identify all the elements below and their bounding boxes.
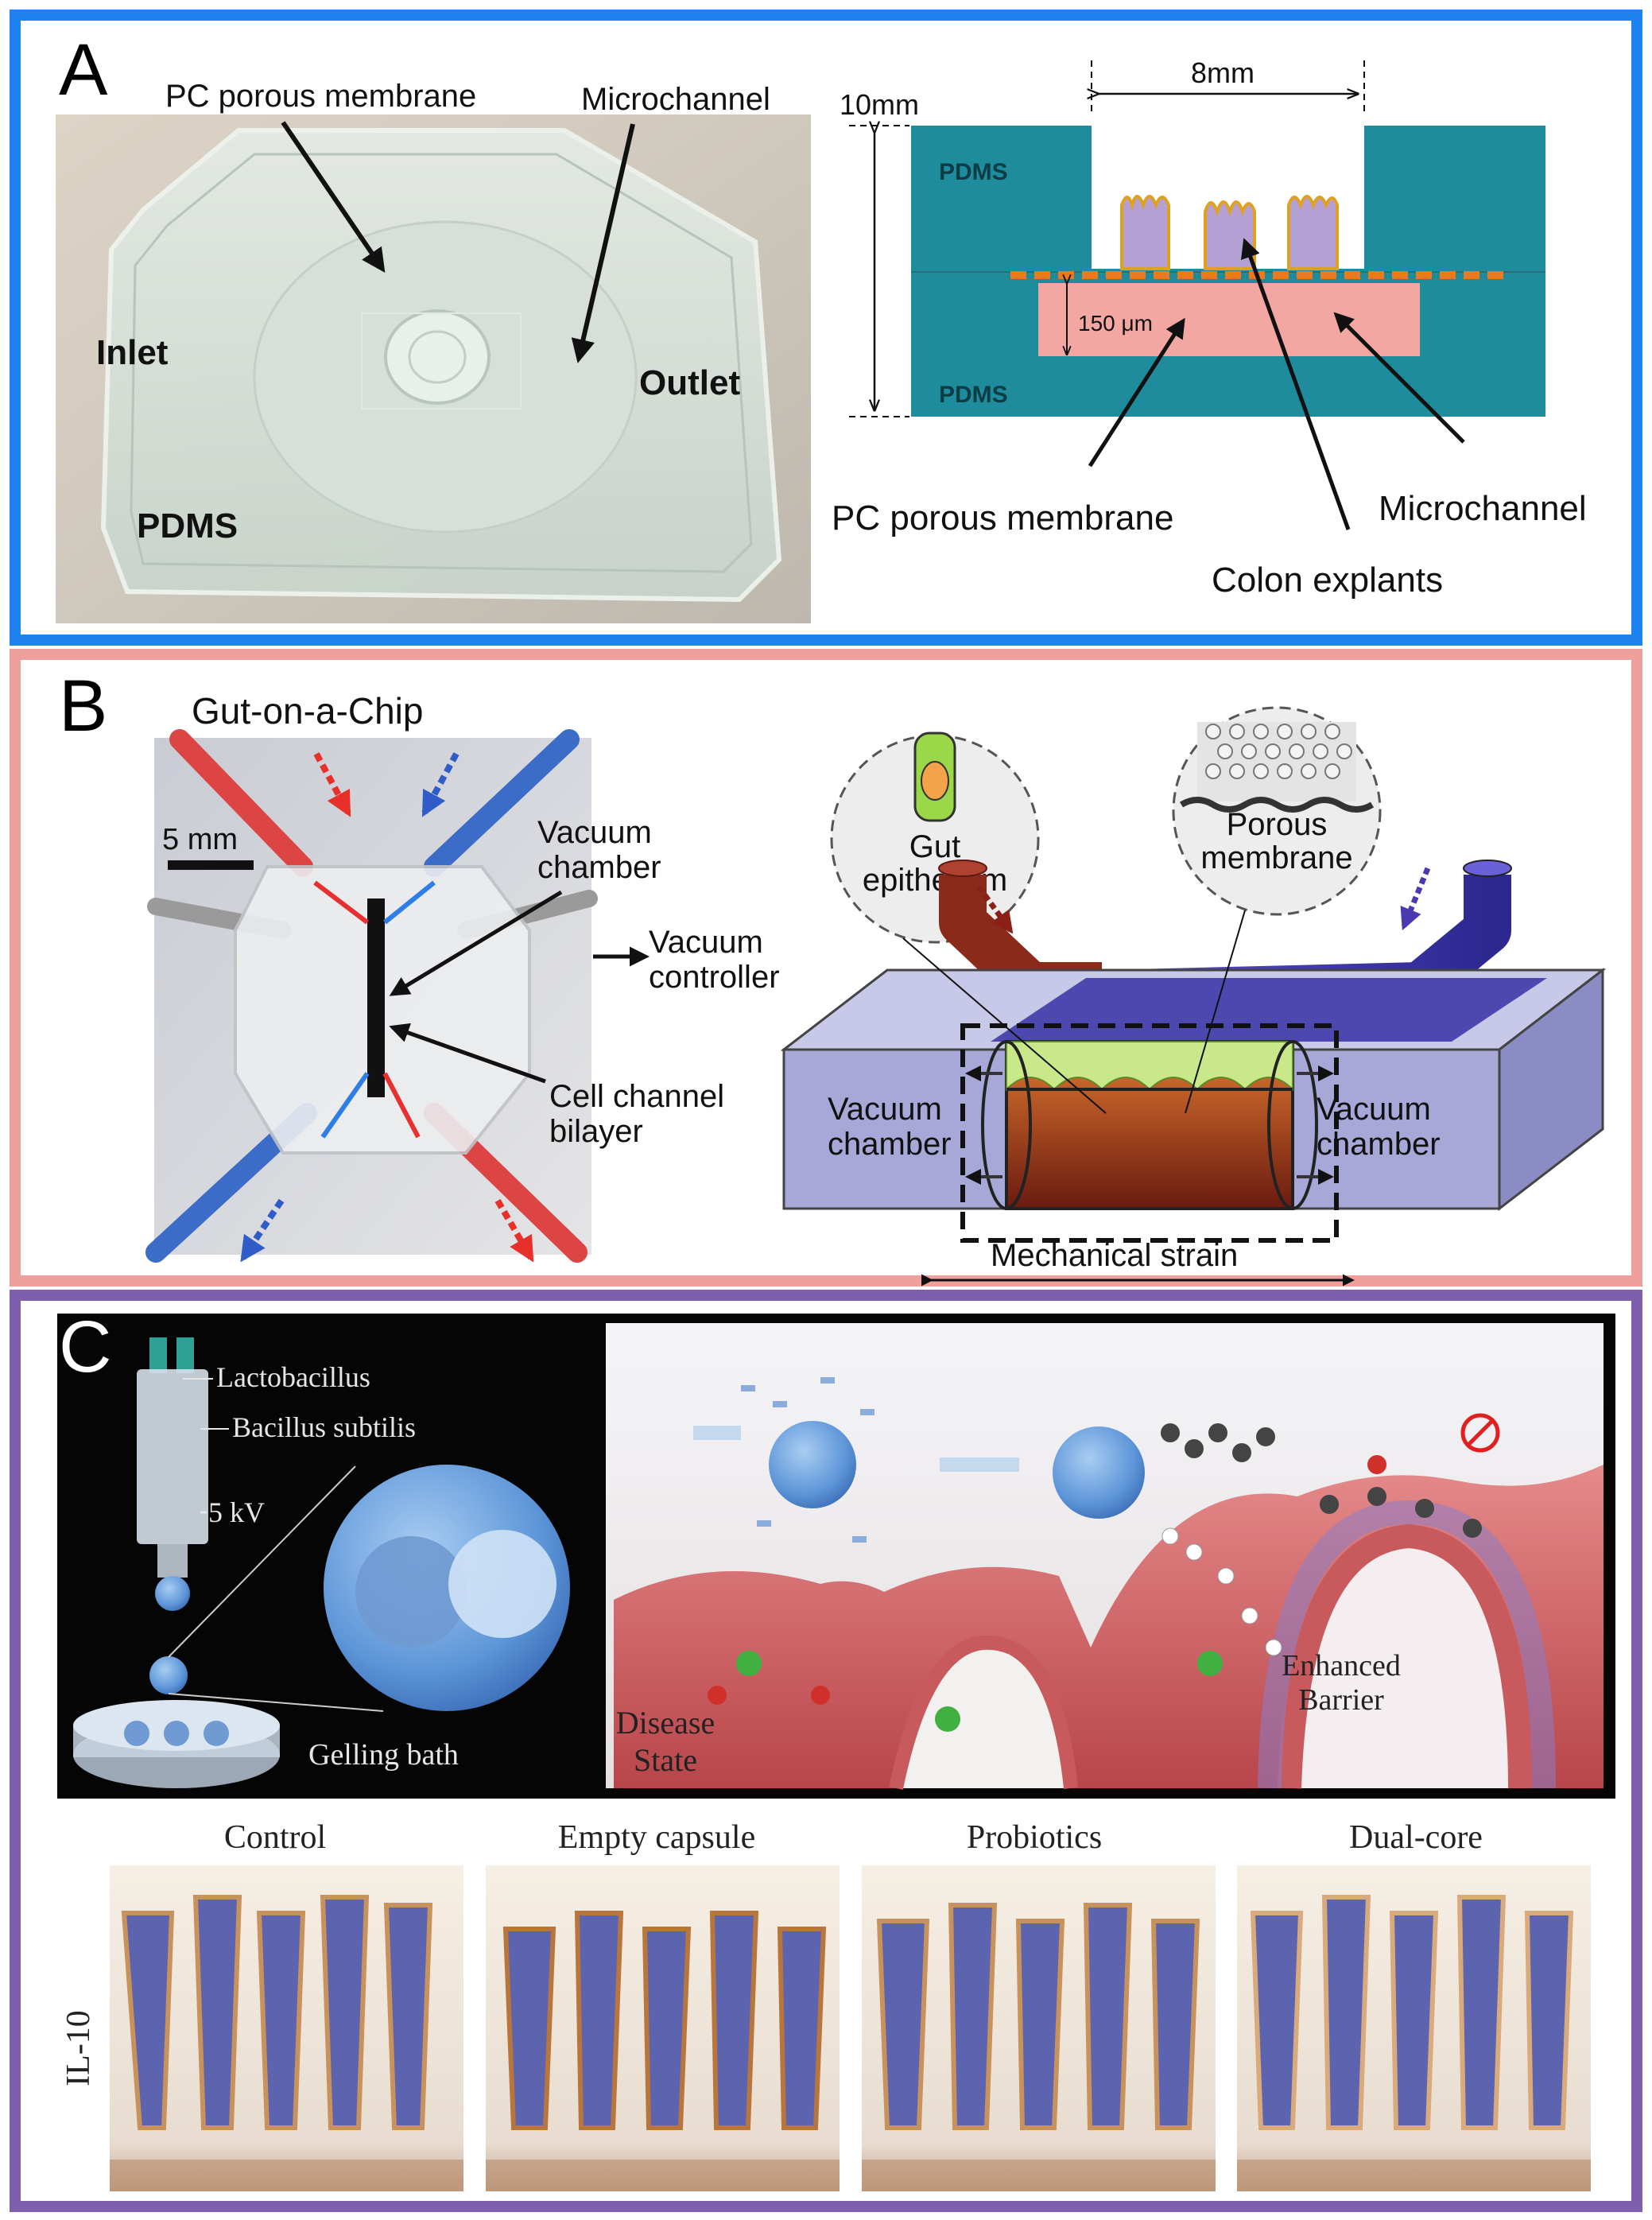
panel-c: Lactobacillus Bacillus subtilis 5 kV Gel…: [10, 1290, 1642, 2212]
vacuum-chamber-right-1: Vacuum: [1317, 1092, 1431, 1127]
chip-scale-bar: [168, 860, 254, 870]
chip-title: Gut-on-a-Chip: [192, 690, 423, 732]
panel-b-chip-photo: Gut-on-a-Chip 5 mm Vacuum chamber Vacuum…: [145, 690, 780, 1263]
photo-label-microchannel: Microchannel: [581, 82, 770, 117]
panel-b: B Gut-on-a-Chip: [10, 649, 1642, 1287]
histology-control: Control: [110, 1819, 463, 2191]
histology-empty-capsule: Empty capsule: [486, 1819, 840, 2191]
label-bacillus: Bacillus subtilis: [232, 1411, 416, 1443]
small-capsule: [149, 1656, 188, 1694]
gut-epithelium-1: Gut: [909, 829, 960, 864]
panel-b-schematic: Gut epithelium Porous membrane: [780, 706, 1607, 1287]
schematic-pdms-bottom-label: PDMS: [939, 382, 1008, 408]
label-barrier-1: Enhanced: [1282, 1649, 1401, 1682]
photo-label-inlet: Inlet: [96, 333, 169, 372]
label-voltage: 5 kV: [208, 1496, 265, 1528]
panel-a-letter: A: [59, 29, 108, 111]
schematic-pdms-top: [911, 126, 1545, 269]
chip-cell-channel-1: Cell channel: [549, 1079, 724, 1114]
label-lactobacillus: Lactobacillus: [216, 1361, 370, 1393]
porous-membrane-1: Porous: [1227, 807, 1328, 842]
stain-label: IL-10: [60, 2010, 97, 2086]
chip-cell-channel-2: bilayer: [549, 1114, 643, 1149]
schematic-colon-explants: [1120, 195, 1339, 270]
schematic-microchannel: [1038, 283, 1420, 356]
schematic-height-label: 10mm: [840, 88, 919, 121]
chip-vacuum-controller-2: controller: [649, 960, 780, 995]
schematic-pdms-top-label: PDMS: [939, 159, 1008, 185]
schematic-label-explants: Colon explants: [1212, 561, 1443, 600]
histology-label-dual-core: Dual-core: [1349, 1819, 1483, 1856]
coaxial-nozzle: [137, 1369, 208, 1544]
vacuum-chamber-right-2: chamber: [1317, 1127, 1441, 1162]
label-barrier-2: Barrier: [1298, 1683, 1384, 1717]
histology-label-control: Control: [224, 1819, 326, 1856]
vacuum-chamber-left-1: Vacuum: [828, 1092, 942, 1127]
chip-channel: [367, 898, 385, 1097]
panel-b-letter: B: [59, 666, 108, 747]
panel-a-device-photo: [56, 114, 811, 623]
label-disease-2: State: [634, 1742, 697, 1778]
photo-label-pdms: PDMS: [137, 506, 238, 545]
porous-membrane-icon: [1197, 722, 1356, 801]
photo-label-outlet: Outlet: [639, 363, 740, 402]
schematic-label-membrane: PC porous membrane: [832, 499, 1173, 538]
mechanical-strain-label: Mechanical strain: [991, 1238, 1238, 1273]
inhibition-icon: [1460, 1413, 1500, 1453]
strain-region-box: [960, 1023, 1339, 1243]
panel-c-histology: IL-10 Control Empty capsule Probiotics: [60, 1819, 1591, 2191]
panel-c-letter: C: [59, 1306, 112, 1388]
panel-a: A PC porous membrane: [10, 10, 1642, 646]
chip-vacuum-chamber-2: chamber: [537, 850, 661, 885]
label-disease-1: Disease: [616, 1705, 715, 1741]
photo-microchannel-arrow: [571, 123, 635, 363]
panel-c-illustration: Lactobacillus Bacillus subtilis 5 kV Gel…: [57, 1314, 1615, 1799]
histology-probiotics: Probiotics: [862, 1819, 1216, 2191]
vacuum-chamber-left-2: chamber: [828, 1127, 952, 1162]
label-gelling-bath: Gelling bath: [308, 1738, 459, 1772]
panel-a-schematic: 10mm 8mm PDMS PDMS 150 μm PC porous memb…: [832, 56, 1587, 600]
histology-label-empty-capsule: Empty capsule: [558, 1819, 755, 1856]
porous-membrane-2: membrane: [1200, 840, 1352, 875]
schematic-channel-height: 150 μm: [1078, 311, 1153, 336]
schematic-label-microchannel: Microchannel: [1379, 489, 1587, 528]
photo-label-membrane: PC porous membrane: [165, 79, 476, 114]
chip-vacuum-chamber-1: Vacuum: [537, 815, 652, 850]
panel-a-photo-annotations: PC porous membrane Microchannel Inlet Ou…: [96, 79, 770, 545]
histology-label-probiotics: Probiotics: [967, 1819, 1102, 1856]
schematic-width-label: 8mm: [1191, 56, 1255, 89]
chip-scale-label: 5 mm: [162, 823, 238, 856]
photo-membrane-arrow: [281, 121, 386, 273]
histology-dual-core: Dual-core: [1237, 1819, 1591, 2191]
chip-vacuum-controller-1: Vacuum: [649, 925, 763, 960]
